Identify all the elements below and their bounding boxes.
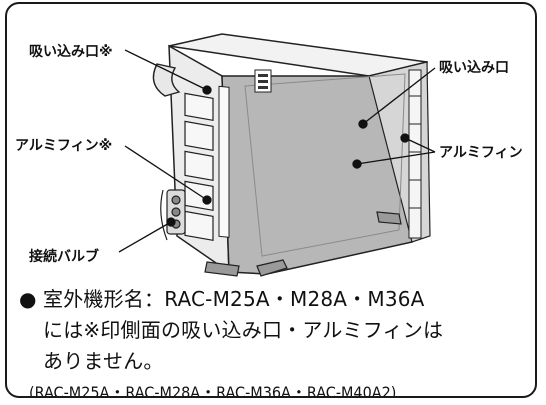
note-line-3: ありません。 bbox=[43, 349, 164, 373]
leader-lines bbox=[118, 49, 436, 253]
left-grille bbox=[184, 92, 214, 242]
label-valve: 接続バルブ bbox=[29, 248, 99, 265]
label-fin-right: アルミフィン bbox=[439, 145, 523, 161]
model-list: (RAC-M25A・RAC-M28A・RAC-M36A・RAC-M40A2) bbox=[29, 383, 397, 398]
label-intake-left: 吸い込み口※ bbox=[29, 43, 113, 60]
label-fin-left: アルミフィン※ bbox=[15, 138, 112, 154]
note-line-1: 室外機形名：RAC-M25A・M28A・M36A bbox=[43, 287, 425, 311]
outdoor-unit-illustration bbox=[152, 33, 431, 277]
nameplate bbox=[254, 69, 272, 93]
note-bullet: ● bbox=[19, 287, 37, 311]
connection-valve bbox=[160, 189, 186, 241]
outdoor-unit-diagram: 吸い込み口※ アルミフィン※ 接続バルブ 吸い込み口 アルミフィン bbox=[15, 33, 523, 277]
label-intake-right: 吸い込み口 bbox=[439, 59, 509, 76]
figure-frame: 吸い込み口※ アルミフィン※ 接続バルブ 吸い込み口 アルミフィン ● 室外機形… bbox=[5, 2, 537, 398]
note-line-2: には※印側面の吸い込み口・アルミフィンは bbox=[43, 318, 444, 342]
